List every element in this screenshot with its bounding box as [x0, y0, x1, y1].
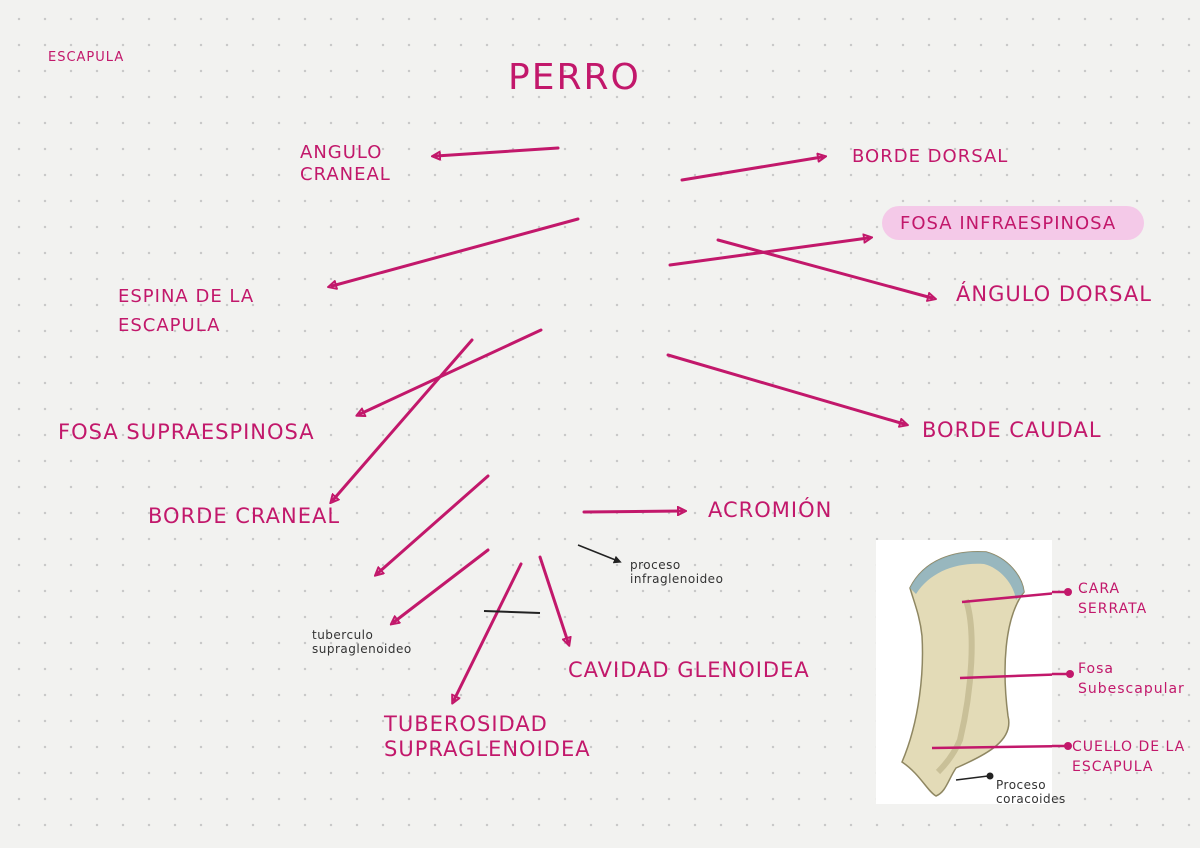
label-cavidad-glenoidea: CAVIDAD GLENOIDEA: [568, 658, 810, 682]
arrow-fosa-infraespinosa: [668, 238, 868, 267]
label-borde-craneal: BORDE CRANEAL: [148, 504, 341, 528]
arrow-fosa-supraespinosa: [360, 328, 543, 414]
scapula-image: [876, 540, 1052, 804]
highlight-marker: [882, 206, 1144, 240]
label-acromion: ACROMIÓN: [708, 498, 833, 522]
arrow-angulo-dorsal: [716, 238, 932, 298]
label-proceso-coracoides: Proceso coracoides: [996, 778, 1066, 807]
label-espina: ESPINA DE LA ESCAPULA: [118, 286, 255, 336]
label-angulo-craneal: ANGULO CRANEAL: [300, 142, 391, 185]
arrow-borde-dorsal: [680, 157, 822, 182]
label-fosa-subescapular: Fosa Subescapular: [1078, 661, 1185, 697]
scapula-heading: ESCAPULA: [48, 50, 125, 65]
arrow-cavidad: [538, 555, 568, 642]
label-tuberosidad-supraglenoidea: TUBEROSIDAD SUPRAGLENOIDEA: [384, 712, 591, 762]
page-title: PERRO: [508, 57, 641, 98]
label-proceso-infraglenoideo: proceso infraglenoideo: [630, 558, 724, 587]
arrow-borde-craneal: [333, 338, 474, 500]
arrow-tuberculo: [394, 548, 490, 622]
scapula-shadow: [935, 599, 975, 775]
label-tuberculo-supraglenoideo: tuberculo supraglenoideo: [312, 628, 412, 657]
arrow-borde-caudal: [666, 353, 904, 424]
arrow-extra: [378, 474, 490, 573]
arrow-acromion: [582, 511, 682, 512]
label-fosa-infraespinosa: FOSA INFRAESPINOSA: [900, 213, 1117, 234]
label-angulo-dorsal: ÁNGULO DORSAL: [956, 282, 1152, 306]
arrow-angulo-craneal: [436, 146, 560, 156]
arrow-espina: [332, 217, 580, 286]
label-borde-dorsal: BORDE DORSAL: [852, 146, 1009, 167]
label-borde-caudal: BORDE CAUDAL: [922, 418, 1102, 442]
arrow-tuberosidad: [454, 562, 523, 700]
label-cuello: CUELLO DE LA ESCAPULA: [1072, 739, 1186, 775]
label-cara-serrata: CARA SERRATA: [1078, 581, 1148, 617]
cartilage: [910, 551, 1024, 600]
arrow-proceso-infraglenoideo: [577, 544, 622, 564]
label-fosa-supraespinosa: FOSA SUPRAESPINOSA: [58, 420, 315, 444]
dash-line: [483, 610, 541, 614]
